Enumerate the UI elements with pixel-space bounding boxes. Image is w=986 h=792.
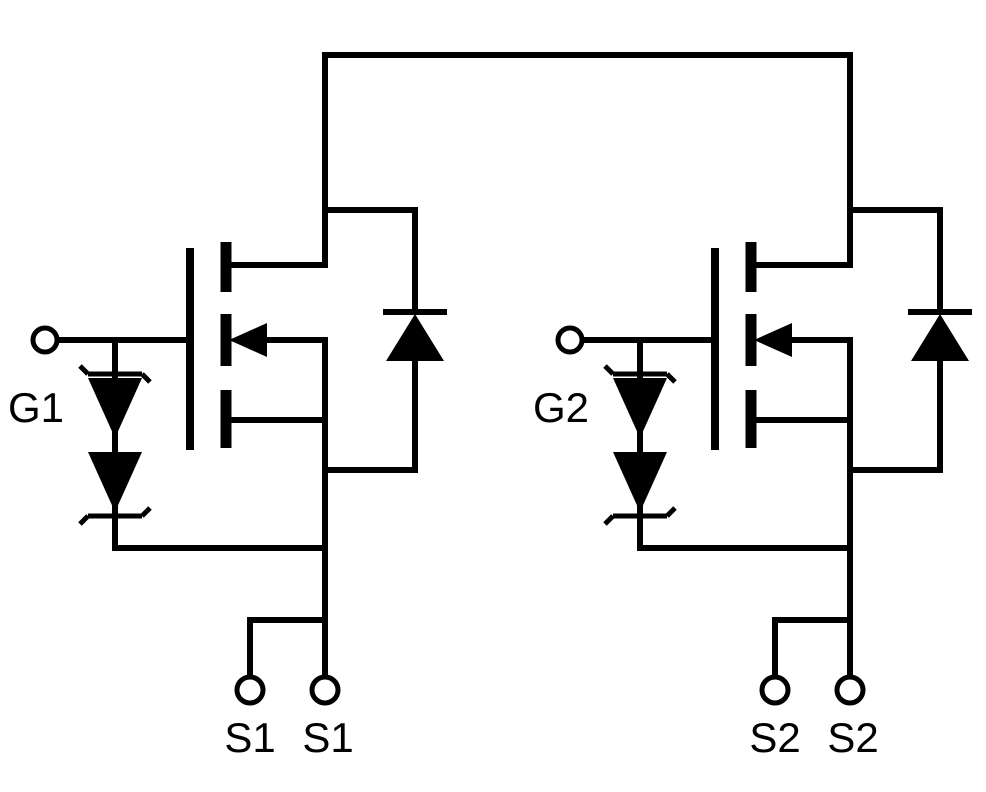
esd-top-bar-hook-left [78,364,90,376]
esd-diode-pair-symbol [78,364,152,526]
esd-top-bar-hook-left [603,364,615,376]
esd-bottom-bar-hook-left [603,514,615,526]
source-label-right: S1 [302,714,353,761]
body-arrow-icon [229,323,267,357]
body-diode-symbol [908,309,972,361]
source-label-left: S2 [749,714,800,761]
esd-top-bar-hook-right [140,372,152,384]
esd-bottom-bar-hook-left [78,514,90,526]
nmos-symbol [711,242,792,450]
gate-label: G2 [533,384,589,431]
source-branch-wire [247,617,328,677]
mosfet-unit-2: G2 S2 S2 [533,52,972,761]
body-diode-triangle-icon [386,314,444,361]
body-diode-triangle-icon [911,314,969,361]
mosfet-unit-1: G1 S1 S1 [8,52,447,761]
source-branch-wire [772,617,853,677]
esd-bottom-bar-hook-right [140,506,152,518]
body-diode-symbol [383,309,447,361]
esd-diode-2-triangle-icon [613,452,667,512]
nmos-symbol [186,242,267,450]
gate-terminal-pin [30,325,60,355]
esd-top-bar-hook-right [665,372,677,384]
source-terminal-pin-left [234,674,266,706]
gate-terminal-pin [555,325,585,355]
source-terminal-pin-right [834,674,866,706]
esd-bottom-bar-hook-right [665,506,677,518]
esd-diode-1-triangle-icon [88,378,142,438]
body-arrow-icon [754,323,792,357]
source-label-left: S1 [224,714,275,761]
source-terminal-pin-left [759,674,791,706]
source-label-right: S2 [827,714,878,761]
esd-diode-pair-symbol [603,364,677,526]
gate-label: G1 [8,384,64,431]
source-terminal-pin-right [309,674,341,706]
esd-diode-2-triangle-icon [88,452,142,512]
esd-diode-1-triangle-icon [613,378,667,438]
